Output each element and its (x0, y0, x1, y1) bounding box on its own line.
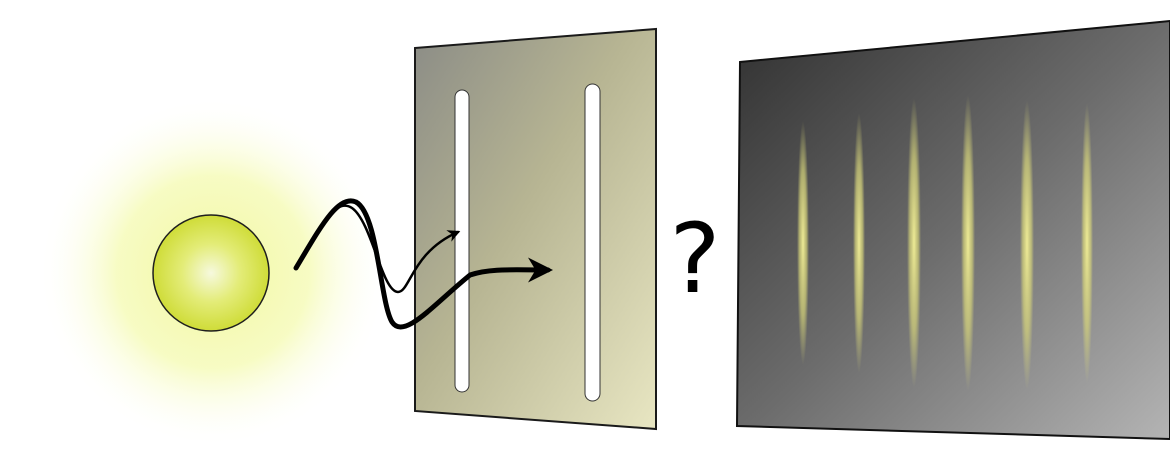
light-source-icon (152, 214, 270, 332)
fringe-5 (1020, 100, 1034, 390)
fringe-2 (853, 113, 865, 373)
slit-left (454, 89, 470, 393)
fringe-1 (797, 121, 809, 365)
double-slit-barrier (414, 27, 657, 431)
light-source (38, 97, 388, 447)
wave-through-right-slit (293, 198, 553, 330)
interference-fringes-icon (797, 95, 1093, 391)
double-slit-barrier-icon (414, 27, 657, 431)
detection-screen (735, 19, 1170, 441)
question-mark: ? (670, 203, 721, 315)
fringe-6 (1081, 103, 1093, 383)
fringe-4 (961, 95, 975, 391)
detection-screen-icon (735, 19, 1170, 441)
wave-paths (293, 198, 553, 330)
fringe-3 (907, 98, 921, 388)
slit-right (584, 83, 601, 402)
